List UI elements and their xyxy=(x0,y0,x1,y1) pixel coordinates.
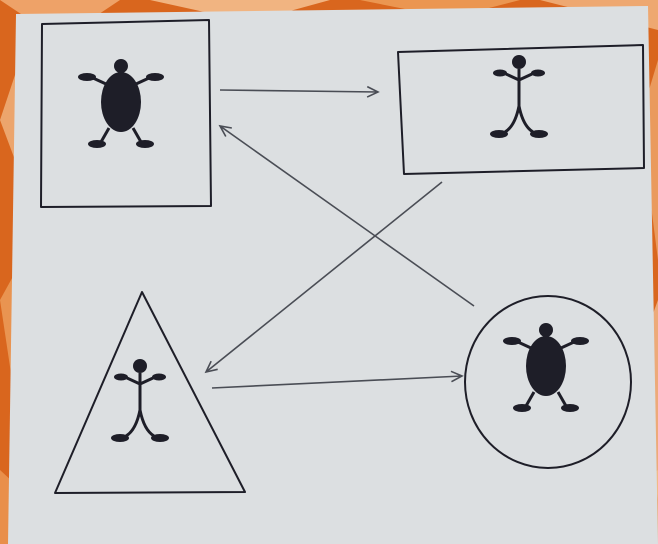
arrowhead xyxy=(366,85,380,98)
arrow-bottom-left-to-bottom-right xyxy=(211,370,464,389)
stick-figure-hand xyxy=(114,373,128,381)
turtle-leg xyxy=(131,127,143,143)
node-top-left xyxy=(40,19,212,208)
turtle-leg xyxy=(92,76,107,86)
stick-figure-foot xyxy=(530,130,548,138)
arrowhead xyxy=(218,124,232,137)
turtle-foot xyxy=(513,404,531,412)
arrow-line xyxy=(219,125,475,307)
turtle-foot xyxy=(136,140,154,148)
arrow-bottom-right-to-top-left xyxy=(218,124,475,307)
turtle-foot xyxy=(88,140,106,148)
arrow-line xyxy=(211,375,463,389)
arrow-line xyxy=(219,89,379,93)
arrowhead xyxy=(204,360,218,374)
stick-figure-foot xyxy=(490,130,508,138)
arrow-line xyxy=(205,181,443,373)
stick-figure-arm xyxy=(126,376,141,386)
turtle-foot xyxy=(571,337,589,345)
turtle-head xyxy=(114,59,128,73)
arrow-top-right-to-bottom-left xyxy=(204,181,443,374)
turtle-leg xyxy=(560,340,575,350)
node-top-right xyxy=(397,44,645,175)
rectangle-outline xyxy=(397,44,645,175)
stick-figure-leg xyxy=(517,105,534,134)
paper-sheet xyxy=(8,6,658,544)
stick-figure-arm xyxy=(505,72,520,82)
stick-figure-arm xyxy=(518,72,533,82)
arrow-top-left-to-top-right xyxy=(219,85,380,98)
triangle-outline xyxy=(54,291,246,494)
stick-figure-head xyxy=(133,359,147,373)
turtle-leg xyxy=(135,76,150,86)
circle-outline xyxy=(464,295,632,469)
stick-figure-head xyxy=(512,55,526,69)
turtle-shell xyxy=(101,72,141,132)
node-bottom-right xyxy=(464,295,632,469)
turtle-foot xyxy=(503,337,521,345)
turtle-leg xyxy=(524,391,536,407)
nodes-layer xyxy=(40,19,645,494)
turtle-foot xyxy=(561,404,579,412)
turtle-leg xyxy=(99,127,111,143)
stick-figure-hand xyxy=(493,69,507,77)
turtle-shell xyxy=(526,336,566,396)
arrowhead xyxy=(450,370,464,383)
edges-layer xyxy=(204,85,475,389)
stick-figure-hand xyxy=(531,69,545,77)
square-outline xyxy=(40,19,212,208)
stick-figure-foot xyxy=(111,434,129,442)
stick-figure-leg xyxy=(138,409,155,438)
turtle-leg xyxy=(517,340,532,350)
turtle-head xyxy=(539,323,553,337)
stick-figure-hand xyxy=(152,373,166,381)
turtle-foot xyxy=(146,73,164,81)
turtle-leg xyxy=(556,391,568,407)
stick-figure-foot xyxy=(151,434,169,442)
turtle-foot xyxy=(78,73,96,81)
node-bottom-left xyxy=(54,291,246,494)
stick-figure-arm xyxy=(139,376,154,386)
